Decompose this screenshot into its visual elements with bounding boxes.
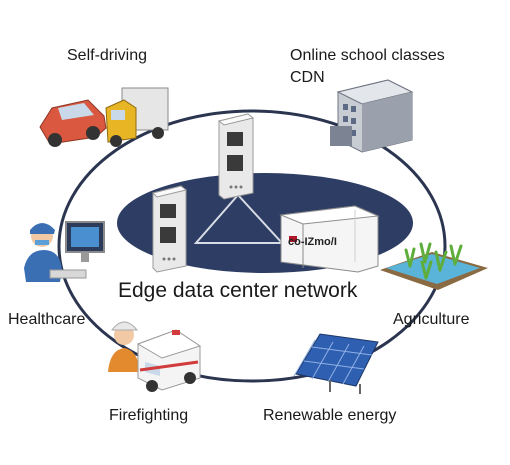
modular-datacenter-icon (279, 205, 380, 273)
label-renewable-energy: Renewable energy (263, 407, 397, 424)
label-self-driving: Self-driving (67, 47, 148, 64)
label-online-school-classes: Online school classes (290, 47, 445, 64)
center-title: Edge data center network (118, 279, 358, 302)
school-building-icon (330, 79, 414, 153)
ambulance-icon (108, 321, 202, 392)
label-agriculture: Agriculture (393, 311, 470, 328)
solar-panel-icon (293, 333, 379, 394)
label-cdn: CDN (290, 69, 325, 86)
rice-field-icon (380, 242, 488, 290)
server-badge: co-IZmo/I (288, 236, 337, 248)
server-rack-icon (217, 113, 255, 200)
label-firefighting: Firefighting (109, 407, 189, 424)
network-triangle (193, 193, 285, 244)
cars-icon (39, 87, 169, 147)
server-rack-icon (152, 185, 188, 273)
doctor-monitor-icon (24, 221, 105, 282)
network-ring (57, 109, 447, 383)
label-healthcare: Healthcare (8, 311, 86, 328)
